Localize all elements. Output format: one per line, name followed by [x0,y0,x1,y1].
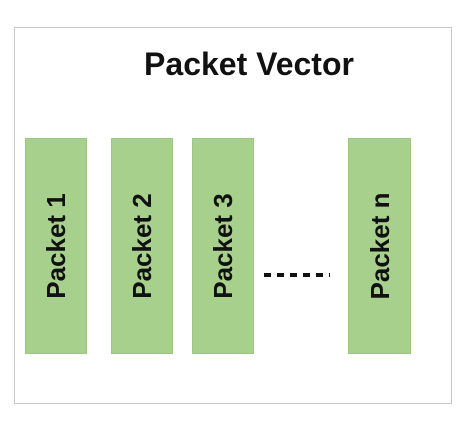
packet-label-2: Packet 2 [127,193,157,299]
diagram-title: Packet Vector [144,46,354,82]
packet-box-2: Packet 2 [111,138,173,354]
ellipsis-dashes [264,273,330,277]
packet-box-1: Packet 1 [25,138,87,354]
packet-label-3: Packet 3 [208,193,238,299]
packet-box-3: Packet 3 [192,138,254,354]
packet-box-n: Packet n [348,138,411,354]
packet-label-1: Packet 1 [41,193,71,299]
packet-label-n: Packet n [364,192,395,300]
